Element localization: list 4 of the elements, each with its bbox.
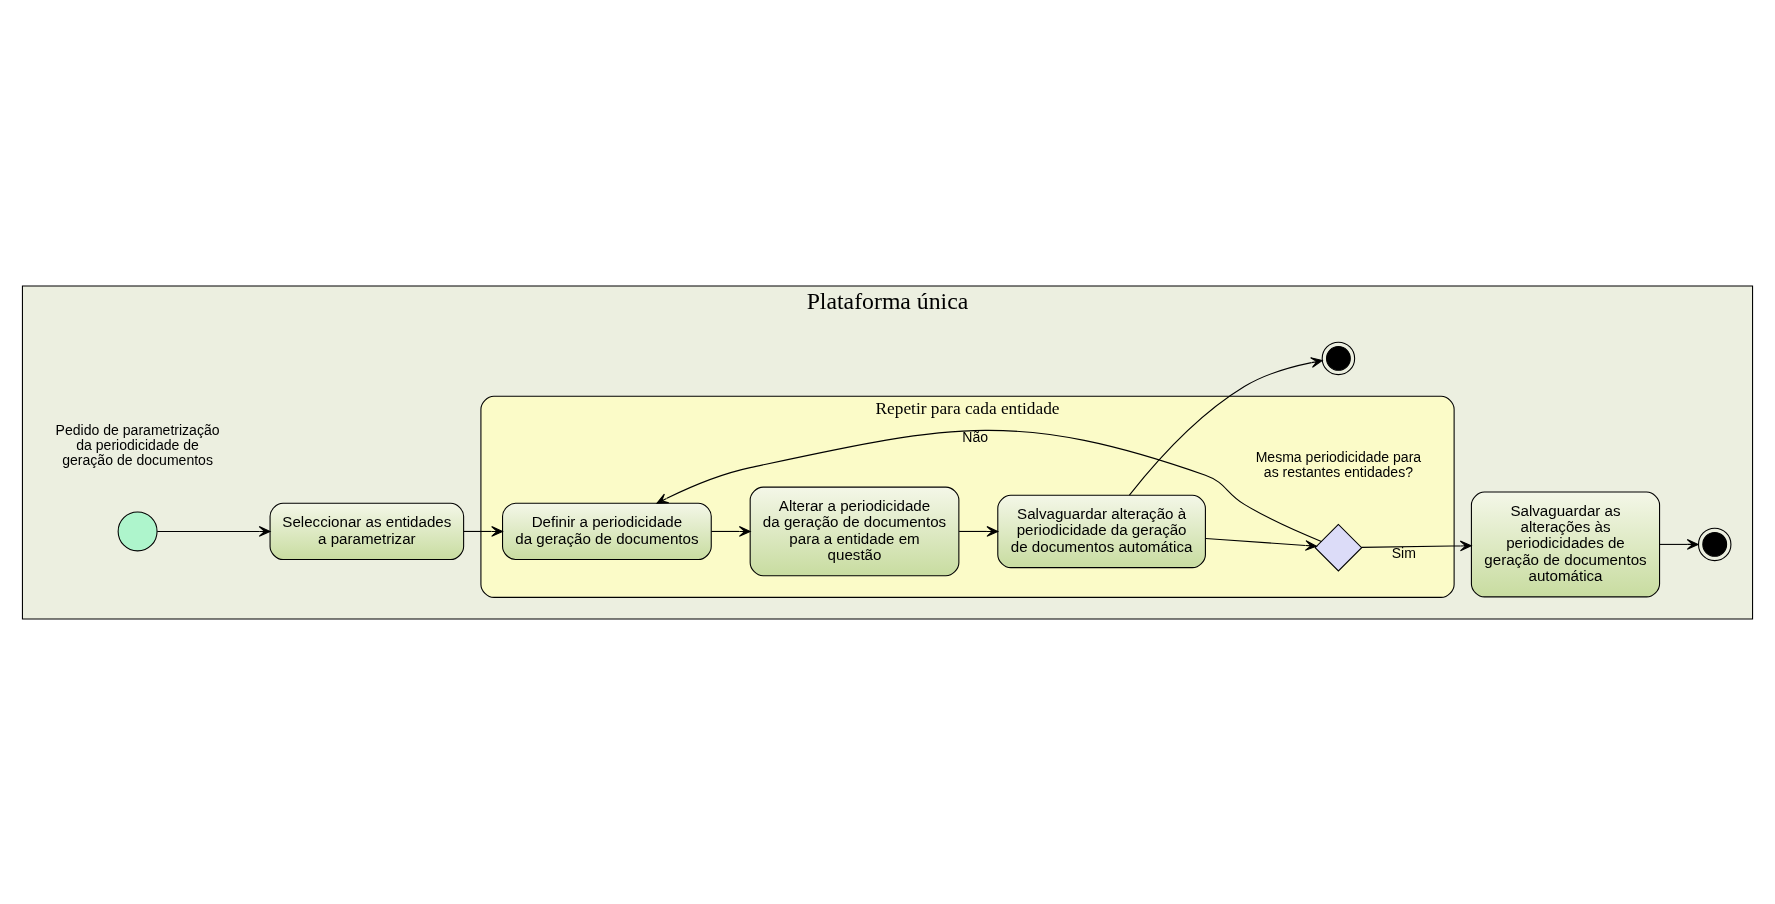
node-label: Pedido de parametrização da periodicidade de geração de documentos <box>55 421 220 468</box>
edge-label: Sim <box>1391 544 1416 561</box>
node-label: Mesma periodicidade para as restantes entidades? <box>1255 448 1422 480</box>
edge-label: Não <box>962 428 989 445</box>
